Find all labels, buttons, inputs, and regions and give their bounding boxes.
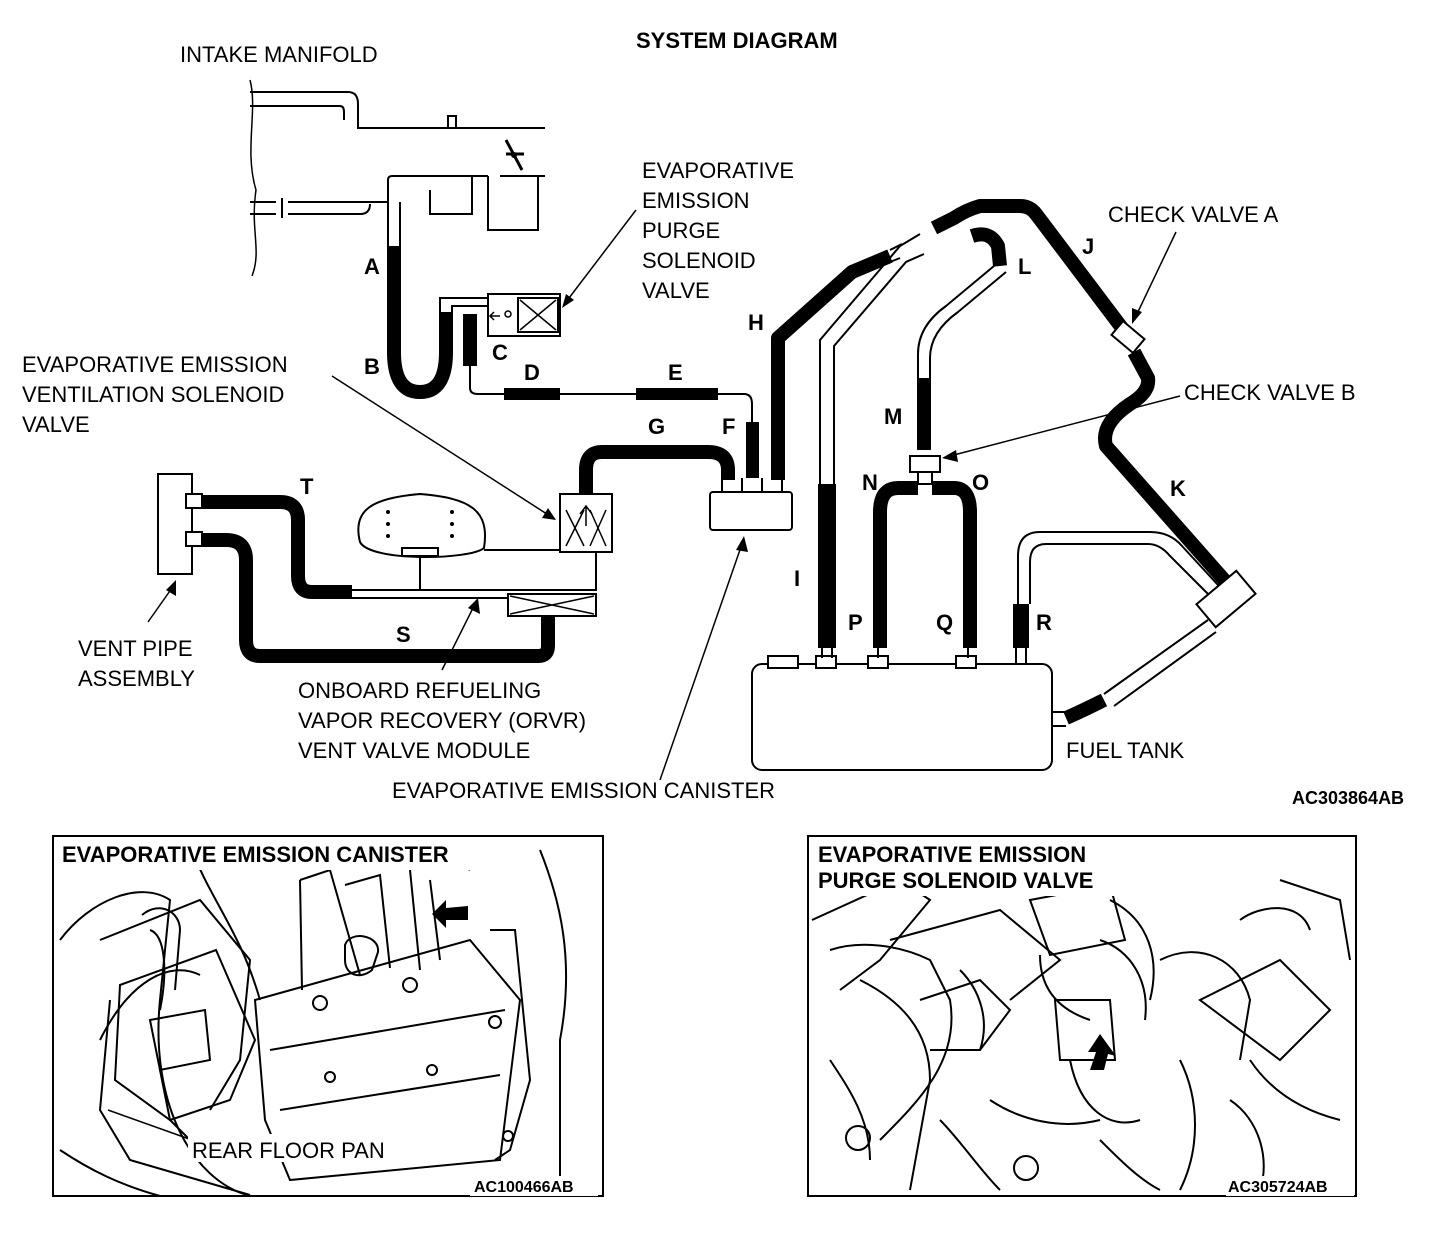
canister-arrow [659,536,748,781]
svg-text:J: J [1082,234,1094,259]
svg-text:PURGE: PURGE [642,218,720,243]
hose-n [873,481,918,596]
hose-a [387,246,401,288]
photo-purge-arrow-icon [1088,1034,1116,1070]
svg-text:EVAPORATIVE EMISSION: EVAPORATIVE EMISSION [22,352,288,377]
svg-text:A: A [364,254,380,279]
svg-text:ONBOARD REFUELING: ONBOARD REFUELING [298,678,541,703]
hose-r [1013,604,1029,648]
purge-solenoid-arrow [562,209,637,308]
svg-text:G: G [648,414,665,439]
svg-text:CHECK VALVE B: CHECK VALVE B [1184,380,1356,405]
svg-text:R: R [1036,610,1052,635]
svg-text:E: E [668,360,683,385]
svg-text:CHECK VALVE A: CHECK VALVE A [1108,202,1279,227]
diagram-code: AC303864AB [1292,788,1404,808]
hose-o [932,481,977,596]
filler-neck [1052,569,1257,727]
photo-purge-panel: EVAPORATIVE EMISSION PURGE SOLENOID VALV… [807,835,1357,1197]
svg-text:Q: Q [936,610,953,635]
hose-g [579,445,735,502]
hose-h [771,249,893,480]
ventilation-solenoid-label: EVAPORATIVE EMISSION VENTILATION SOLENOI… [22,352,288,437]
hose-d [504,388,560,400]
svg-text:H: H [748,310,764,335]
throttle-valve-icon [504,139,524,171]
photo-canister-floor-pan-label: REAR FLOOR PAN [192,1138,385,1163]
check-valve-a-label: CHECK VALVE A [1108,202,1279,324]
photo-purge-title-line1: EVAPORATIVE EMISSION [818,842,1086,867]
fuel-tank [751,663,1053,771]
vent-pipe-label: VENT PIPE ASSEMBLY [78,636,195,691]
svg-text:I: I [794,566,800,591]
fuel-tank-label: FUEL TANK [1066,738,1185,763]
photo-canister-title: EVAPORATIVE EMISSION CANISTER [62,842,449,867]
svg-text:S: S [396,622,411,647]
svg-text:B: B [364,354,380,379]
hose-k [1098,348,1232,587]
photo-canister-panel: EVAPORATIVE EMISSION CANISTER REAR FLOOR… [52,835,604,1197]
canister-symbol [709,491,793,531]
photo-canister-arrow-icon [432,900,468,928]
diagram-title: SYSTEM DIAGRAM [636,28,838,53]
intake-manifold-label: INTAKE MANIFOLD [180,42,378,67]
hose-b [387,288,453,399]
svg-text:VENTILATION SOLENOID: VENTILATION SOLENOID [22,382,284,407]
svg-text:VALVE: VALVE [642,278,710,303]
check-valve-a [1110,319,1146,355]
photo-purge-title-line2: PURGE SOLENOID VALVE [818,868,1093,893]
ventilation-solenoid-arrow [331,375,556,520]
svg-text:M: M [884,404,902,429]
hose-f [746,422,759,478]
hose-t [198,495,352,599]
hose-m [917,378,931,450]
fuel-tank-port [767,655,799,669]
hose-j [930,199,1128,333]
hose-p [873,596,887,648]
canister-label: EVAPORATIVE EMISSION CANISTER [392,778,775,803]
svg-text:EVAPORATIVE: EVAPORATIVE [642,158,794,183]
check-valve-b-label: CHECK VALVE B [942,380,1356,462]
svg-text:L: L [1018,254,1031,279]
hose-l [969,227,1007,267]
orvr-label: ONBOARD REFUELING VAPOR RECOVERY (ORVR) … [298,678,586,763]
purge-solenoid-label: EVAPORATIVE EMISSION PURGE SOLENOID VALV… [642,158,794,303]
svg-text:EMISSION: EMISSION [642,188,750,213]
photo-canister-code: AC100466AB [474,1179,574,1196]
svg-text:VALVE: VALVE [22,412,90,437]
svg-text:K: K [1170,476,1186,501]
orvr-arrow [441,598,480,671]
svg-text:VENT VALVE MODULE: VENT VALVE MODULE [298,738,530,763]
svg-text:VAPOR RECOVERY (ORVR): VAPOR RECOVERY (ORVR) [298,708,586,733]
purge-solenoid-valve [487,293,561,337]
hose-letter-labels: A B C D E F G H I J K L M N O P Q R S T [300,234,1186,647]
photo-purge-code: AC305724AB [1228,1179,1328,1196]
vent-pipe-arrow [147,580,176,623]
svg-text:F: F [722,414,735,439]
ventilation-solenoid-valve [559,493,613,553]
hose-i [818,484,836,648]
hose-e [636,388,718,400]
svg-text:P: P [848,610,863,635]
check-valve-b [909,455,941,485]
svg-text:SOLENOID: SOLENOID [642,248,756,273]
svg-text:ASSEMBLY: ASSEMBLY [78,666,195,691]
intake-manifold [249,79,545,277]
svg-text:O: O [972,470,989,495]
svg-text:N: N [862,470,878,495]
hose-q [963,596,977,648]
hose-s [198,533,555,663]
svg-text:D: D [524,360,540,385]
svg-text:T: T [300,474,314,499]
vent-pipe-assembly [157,473,193,575]
svg-text:C: C [492,340,508,365]
svg-text:VENT PIPE: VENT PIPE [78,636,193,661]
orvr-vent-valve-module [352,492,597,617]
